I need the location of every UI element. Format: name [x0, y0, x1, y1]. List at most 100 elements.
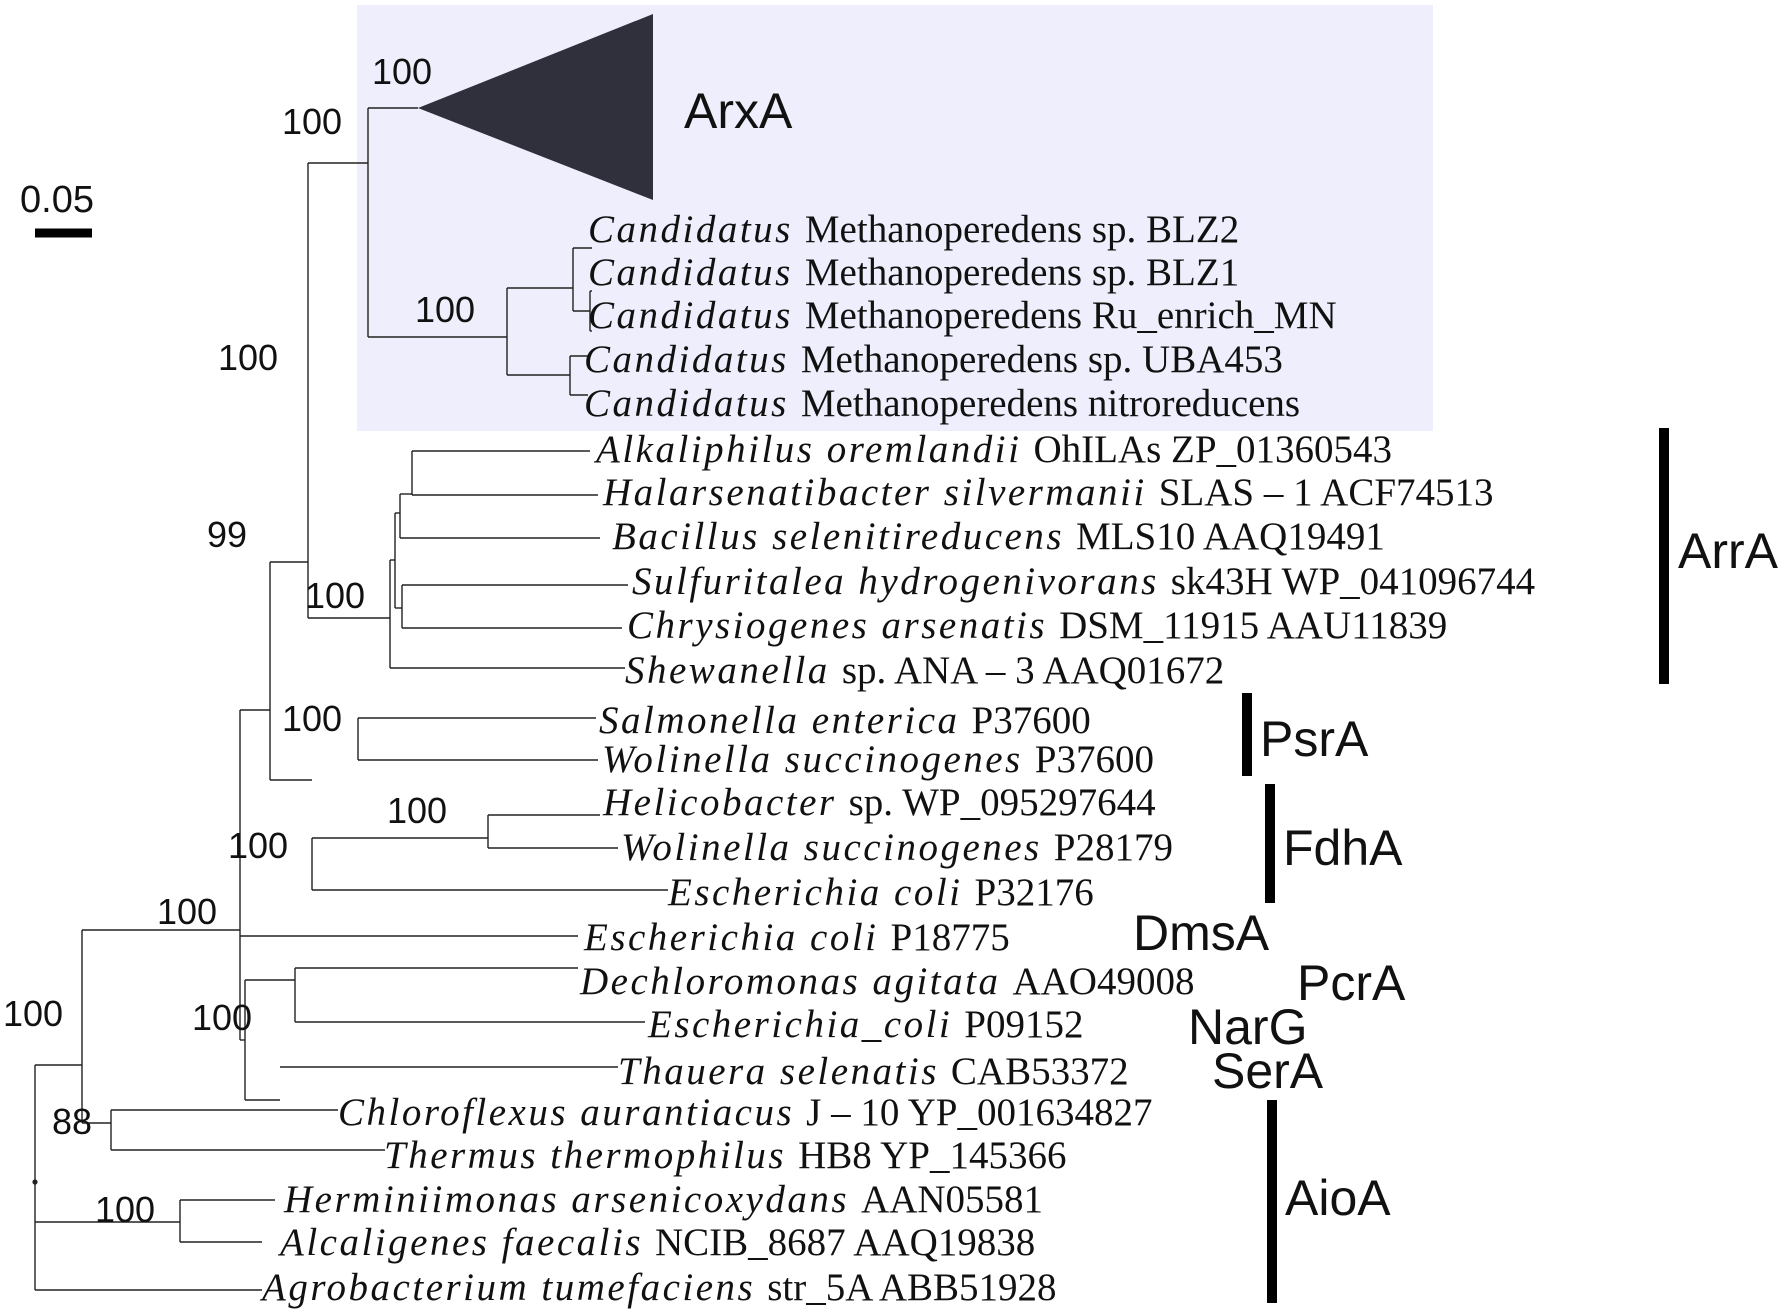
taxon-accession: sk43H WP_041096744 — [1171, 560, 1535, 603]
taxon-genus: Chloroflexus aurantiacus — [338, 1091, 794, 1134]
bootstrap-value: 100 — [192, 997, 252, 1038]
bootstrap-value: 100 — [157, 891, 217, 932]
taxon-genus: Wolinella succinogenes — [621, 826, 1042, 869]
taxon-genus: Agrobacterium tumefaciens — [259, 1266, 755, 1309]
taxon-genus: Escherichia_coli — [647, 1003, 952, 1046]
taxon-accession: Methanoperedens sp. BLZ1 — [805, 251, 1239, 294]
taxon-accession: sp. WP_095297644 — [849, 781, 1156, 824]
taxon-label: Helicobacter sp. WP_095297644 — [602, 781, 1156, 824]
taxon-genus: Shewanella — [625, 649, 830, 692]
taxon-genus: Halarsenatibacter silvermanii — [602, 471, 1147, 514]
taxon-accession: Methanoperedens Ru_enrich_MN — [805, 294, 1337, 337]
group-label: SerA — [1212, 1043, 1324, 1099]
taxon-label: Candidatus Methanoperedens sp. UBA453 — [584, 338, 1283, 381]
taxon-accession: HB8 YP_145366 — [798, 1134, 1066, 1177]
taxon-label: Herminiimonas arsenicoxydans AAN05581 — [283, 1178, 1043, 1221]
taxon-genus: Candidatus — [588, 294, 793, 337]
taxon-accession: str_5A ABB51928 — [767, 1266, 1056, 1309]
bootstrap-value: 100 — [387, 790, 447, 831]
root-dot — [32, 1179, 38, 1185]
bootstrap-value: 100 — [95, 1189, 155, 1230]
taxon-accession: Methanoperedens sp. UBA453 — [801, 338, 1283, 381]
taxon-genus: Salmonella enterica — [599, 699, 960, 742]
taxon-label: Candidatus Methanoperedens sp. BLZ2 — [588, 208, 1239, 251]
group-label: AioA — [1285, 1170, 1391, 1226]
taxon-label: Thauera selenatis CAB53372 — [618, 1050, 1129, 1093]
bootstrap-value: 100 — [282, 101, 342, 142]
taxon-accession: Methanoperedens nitroreducens — [801, 382, 1300, 425]
taxon-accession: P37600 — [1035, 738, 1154, 781]
taxon-genus: Alkaliphilus oremlandii — [593, 428, 1021, 471]
taxon-genus: Thauera selenatis — [618, 1050, 939, 1093]
taxon-genus: Escherichia coli — [583, 916, 879, 959]
taxon-label: Candidatus Methanoperedens nitroreducens — [584, 382, 1300, 425]
taxon-accession: CAB53372 — [951, 1050, 1129, 1093]
taxon-label: Shewanella sp. ANA – 3 AAQ01672 — [625, 649, 1224, 692]
bootstrap-value: 88 — [52, 1101, 92, 1142]
group-label: FdhA — [1283, 820, 1403, 876]
taxon-label: Escherichia coli P32176 — [667, 871, 1094, 914]
taxon-label: Chloroflexus aurantiacus J – 10 YP_001634… — [338, 1091, 1152, 1134]
taxon-accession: P32176 — [975, 871, 1094, 914]
taxon-label: Sulfuritalea hydrogenivorans sk43H WP_041… — [632, 560, 1535, 603]
taxon-genus: Candidatus — [588, 208, 793, 251]
group-label: PsrA — [1260, 711, 1369, 767]
taxon-label: Thermus thermophilus HB8 YP_145366 — [384, 1134, 1066, 1177]
taxon-genus: Wolinella succinogenes — [602, 738, 1023, 781]
arxa-label: ArxA — [684, 83, 793, 139]
taxon-genus: Thermus thermophilus — [384, 1134, 786, 1177]
bootstrap-value: 100 — [3, 993, 63, 1034]
taxon-accession: AAO49008 — [1012, 960, 1194, 1003]
taxon-label: Agrobacterium tumefaciens str_5A ABB51928 — [259, 1266, 1057, 1309]
taxon-label: Wolinella succinogenes P28179 — [621, 826, 1173, 869]
taxon-label: Bacillus selenitireducens MLS10 AAQ19491 — [612, 515, 1385, 558]
taxon-accession: sp. ANA – 3 AAQ01672 — [842, 649, 1224, 692]
arxa-collapsed-clade — [418, 14, 653, 200]
taxon-genus: Helicobacter — [602, 781, 837, 824]
taxon-genus: Candidatus — [588, 251, 793, 294]
taxon-genus: Alcaligenes faecalis — [277, 1221, 643, 1264]
taxon-label: Candidatus Methanoperedens sp. BLZ1 — [588, 251, 1239, 294]
taxon-accession: P18775 — [891, 916, 1010, 959]
taxon-accession: MLS10 AAQ19491 — [1076, 515, 1385, 558]
taxon-accession: P09152 — [964, 1003, 1083, 1046]
bootstrap-arxa: 100 — [372, 51, 432, 92]
taxon-accession: SLAS – 1 ACF74513 — [1159, 471, 1494, 514]
taxon-label: Candidatus Methanoperedens Ru_enrich_MN — [588, 294, 1337, 337]
bootstrap-value: 100 — [218, 337, 278, 378]
taxon-label: Dechloromonas agitata AAO49008 — [579, 960, 1194, 1003]
taxon-genus: Sulfuritalea hydrogenivorans — [632, 560, 1159, 603]
taxon-accession: J – 10 YP_001634827 — [806, 1091, 1152, 1134]
bootstrap-value: 100 — [282, 698, 342, 739]
taxon-label: Escherichia coli P18775 — [583, 916, 1010, 959]
taxon-genus: Candidatus — [584, 338, 789, 381]
taxon-accession: Methanoperedens sp. BLZ2 — [805, 208, 1239, 251]
taxon-accession: OhILAs ZP_01360543 — [1033, 428, 1392, 471]
taxon-label: Escherichia_coli P09152 — [647, 1003, 1083, 1046]
scale-bar-label: 0.05 — [20, 179, 94, 221]
group-label: PcrA — [1297, 955, 1406, 1011]
taxon-genus: Escherichia coli — [667, 871, 963, 914]
taxon-genus: Candidatus — [584, 382, 789, 425]
taxon-accession: P37600 — [972, 699, 1091, 742]
group-label: NarG — [1188, 999, 1307, 1055]
taxon-genus: Chrysiogenes arsenatis — [627, 604, 1047, 647]
taxon-genus: Bacillus selenitireducens — [612, 515, 1064, 558]
taxon-label: Halarsenatibacter silvermanii SLAS – 1 AC… — [602, 471, 1494, 514]
taxon-accession: P28179 — [1054, 826, 1173, 869]
bootstrap-value: 100 — [305, 575, 365, 616]
taxon-accession: AAN05581 — [861, 1178, 1043, 1221]
taxon-genus: Dechloromonas agitata — [579, 960, 1000, 1003]
group-label: ArrA — [1678, 523, 1779, 579]
taxon-genus: Herminiimonas arsenicoxydans — [283, 1178, 849, 1221]
taxon-label: Wolinella succinogenes P37600 — [602, 738, 1154, 781]
bootstrap-value: 100 — [228, 825, 288, 866]
tree-branches — [32, 107, 668, 1291]
bootstrap-value: 100 — [415, 289, 475, 330]
